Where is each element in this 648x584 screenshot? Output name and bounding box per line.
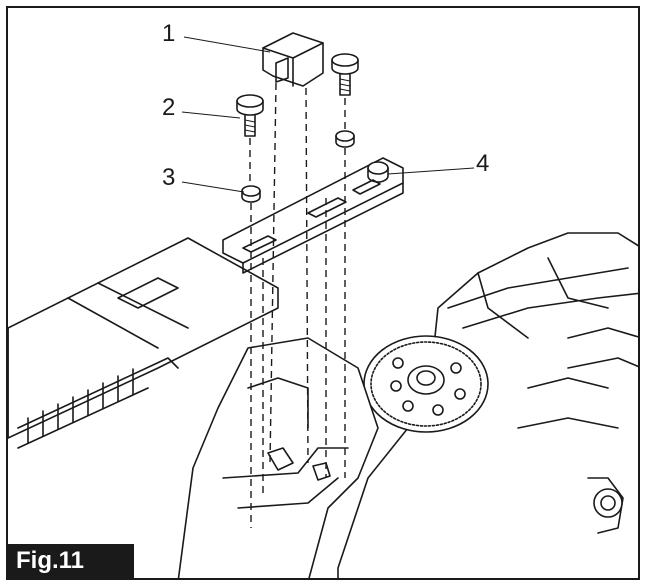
washer-right bbox=[335, 130, 355, 148]
figure-frame: 1 2 3 4 Fig.11 bbox=[6, 6, 640, 580]
assembly-diagram bbox=[8, 32, 638, 578]
screw-left bbox=[236, 94, 264, 137]
washer-left bbox=[241, 185, 261, 203]
callout-2: 2 bbox=[162, 94, 176, 121]
machine-body bbox=[337, 232, 638, 578]
figure-label: Fig.11 bbox=[8, 544, 134, 578]
screw-right bbox=[331, 53, 359, 96]
callout-3: 3 bbox=[162, 164, 176, 191]
cap bbox=[262, 32, 324, 87]
callout-1: 1 bbox=[162, 20, 176, 47]
assembly-guides bbox=[249, 82, 346, 528]
rail bbox=[8, 237, 279, 449]
leader-lines bbox=[181, 36, 475, 193]
callout-4: 4 bbox=[476, 150, 490, 177]
gear bbox=[363, 335, 489, 433]
bracket-plate bbox=[222, 157, 404, 274]
